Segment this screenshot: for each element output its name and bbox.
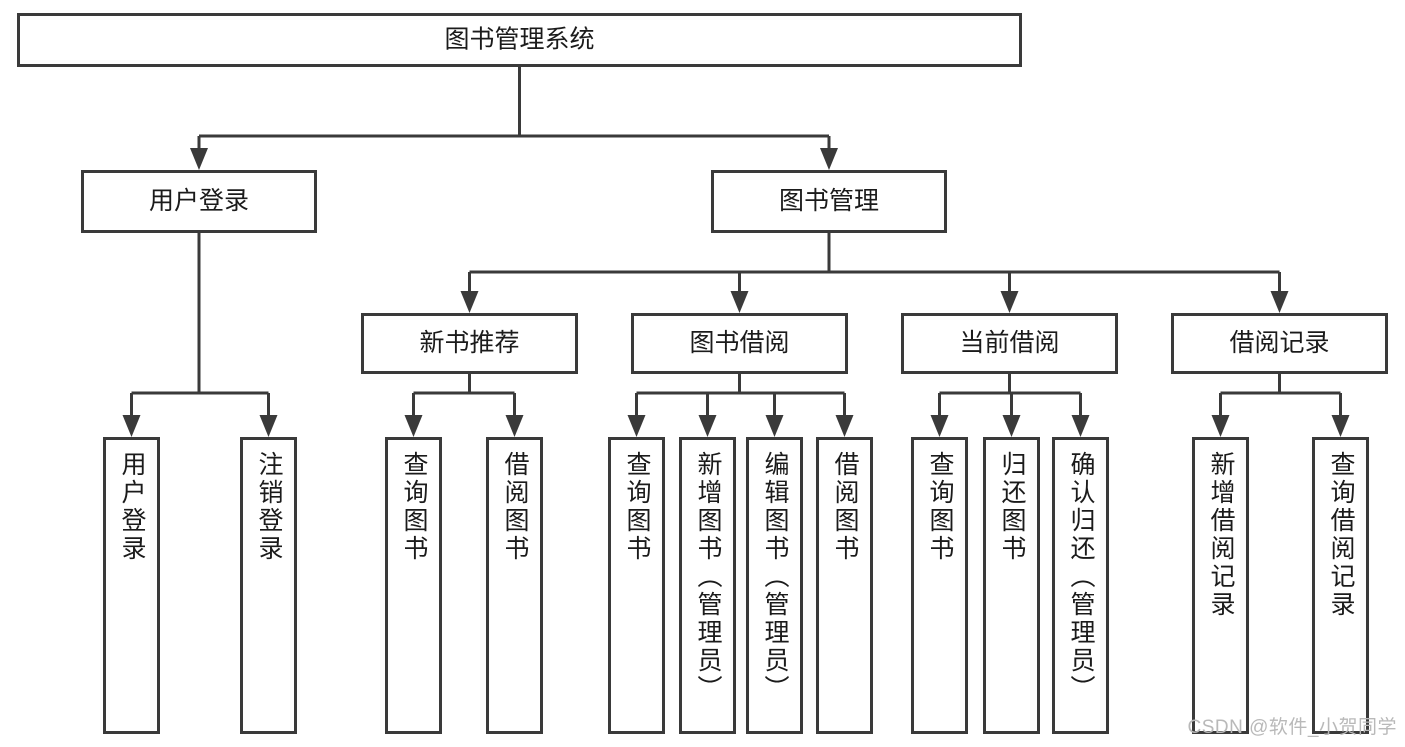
arrow-to-user-login — [190, 148, 208, 170]
node-leaf-query-book-3[interactable] — [911, 437, 968, 734]
arrow-to-book-borrow — [730, 291, 749, 313]
node-leaf-query-book-2[interactable] — [608, 437, 665, 734]
arrow-to-leaf-borrow-book-2 — [835, 415, 854, 437]
node-borrow-record[interactable] — [1171, 313, 1388, 374]
arrow-to-borrow-record — [1270, 291, 1289, 313]
arrow-to-leaf-confirm-return — [1071, 415, 1090, 437]
node-new-book-recommend[interactable] — [361, 313, 578, 374]
node-book-borrow[interactable] — [631, 313, 848, 374]
node-label: 图书借阅 — [689, 329, 789, 357]
watermark-text: CSDN @软件_小贺同学 — [1187, 717, 1397, 738]
arrow-to-leaf-query-book-2 — [627, 415, 646, 437]
node-leaf-return-book[interactable] — [983, 437, 1040, 734]
node-leaf-confirm-return[interactable] — [1052, 437, 1109, 734]
node-current-borrow[interactable] — [901, 313, 1118, 374]
node-label: 当前借阅 — [959, 329, 1059, 357]
node-root[interactable] — [17, 13, 1022, 67]
arrow-to-leaf-borrow-book-1 — [505, 415, 524, 437]
node-leaf-query-book-1[interactable] — [385, 437, 442, 734]
arrow-to-leaf-user-login — [122, 415, 141, 437]
node-leaf-add-record[interactable] — [1192, 437, 1249, 734]
arrow-to-leaf-add-record — [1211, 415, 1230, 437]
arrow-to-leaf-logout — [259, 415, 278, 437]
arrow-to-leaf-query-book-3 — [930, 415, 949, 437]
boxes-layer — [17, 13, 1388, 734]
node-label: 用户登录 — [149, 187, 249, 215]
node-user-login[interactable] — [81, 170, 317, 233]
node-label: 图书管理系统 — [444, 26, 594, 54]
node-leaf-borrow-book-2[interactable] — [816, 437, 873, 734]
node-label: 借阅记录 — [1229, 329, 1329, 357]
arrow-to-leaf-query-record — [1331, 415, 1350, 437]
node-leaf-add-book[interactable] — [679, 437, 736, 734]
arrow-to-current-borrow — [1000, 291, 1019, 313]
arrow-to-leaf-query-book-1 — [404, 415, 423, 437]
arrow-to-leaf-edit-book — [765, 415, 784, 437]
node-book-manage[interactable] — [711, 170, 947, 233]
node-leaf-logout[interactable] — [240, 437, 297, 734]
node-label: 新书推荐 — [419, 329, 519, 357]
node-leaf-user-login[interactable] — [103, 437, 160, 734]
node-label: 图书管理 — [779, 187, 879, 215]
arrow-to-leaf-add-book — [698, 415, 717, 437]
node-leaf-edit-book[interactable] — [746, 437, 803, 734]
node-leaf-borrow-book-1[interactable] — [486, 437, 543, 734]
arrow-to-book-manage — [820, 148, 838, 170]
arrow-to-leaf-return-book — [1002, 415, 1021, 437]
edges-layer — [122, 67, 1350, 437]
node-leaf-query-record[interactable] — [1312, 437, 1369, 734]
arrow-to-new-book-recommend — [460, 291, 479, 313]
